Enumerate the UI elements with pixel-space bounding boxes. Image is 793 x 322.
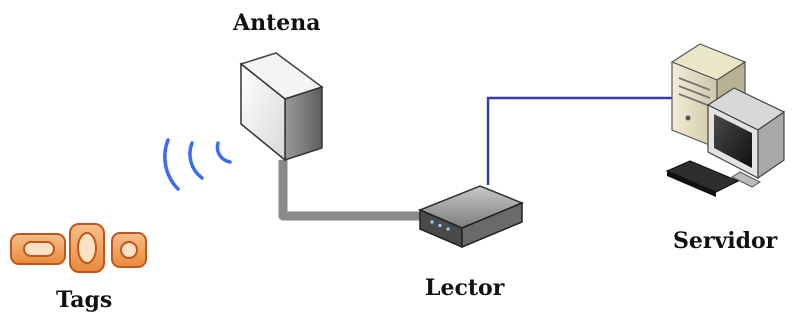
tags-label: Tags — [56, 287, 113, 313]
reader-label: Lector — [425, 275, 505, 301]
rfid-tag-icon — [10, 223, 147, 273]
reader-icon — [418, 185, 524, 249]
antenna-icon — [239, 52, 324, 162]
server-label: Servidor — [673, 228, 778, 254]
antenna-cable — [278, 160, 440, 221]
antenna-label: Antena — [233, 10, 321, 36]
network-cable — [486, 96, 672, 185]
monitor-icon — [706, 87, 786, 188]
radio-waves-icon — [163, 138, 232, 191]
keyboard-icon — [665, 160, 740, 197]
